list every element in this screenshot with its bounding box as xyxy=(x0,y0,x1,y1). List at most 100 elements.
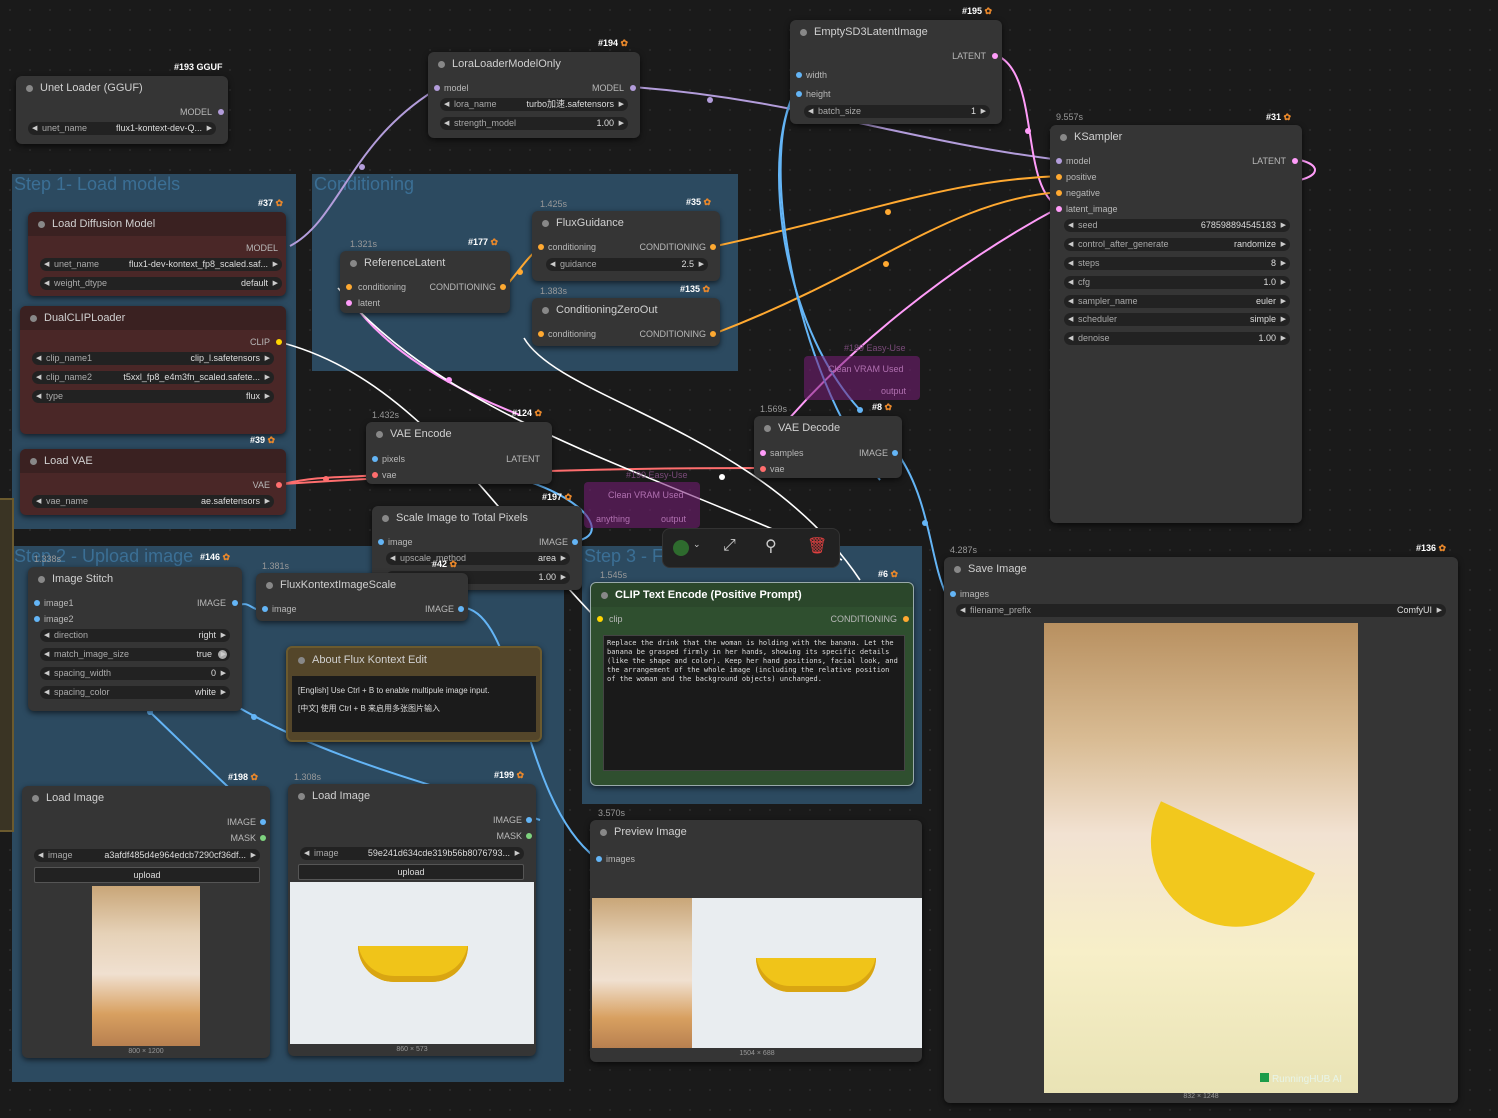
node-flux-guidance[interactable]: FluxGuidance conditioning CONDITIONING g… xyxy=(532,211,720,281)
node-reference-latent[interactable]: ReferenceLatent conditioning latent COND… xyxy=(340,251,510,313)
widget-unet-name[interactable]: unet_nameflux1-kontext-dev-Q... xyxy=(28,122,216,135)
input-dot[interactable] xyxy=(372,472,378,478)
output-dot[interactable] xyxy=(276,482,282,488)
output-dot[interactable] xyxy=(572,539,578,545)
input-dot[interactable] xyxy=(372,456,378,462)
node-dual-clip-loader[interactable]: DualCLIPLoader CLIP clip_name1clip_l.saf… xyxy=(20,306,286,434)
input-dot[interactable] xyxy=(346,300,352,306)
input-dot[interactable] xyxy=(378,539,384,545)
output-dot[interactable] xyxy=(260,819,266,825)
node-vae-decode[interactable]: VAE Decode samples vae IMAGE xyxy=(754,416,902,478)
input-dot[interactable] xyxy=(1056,174,1062,180)
input-dot[interactable] xyxy=(760,450,766,456)
input-dot[interactable] xyxy=(1056,206,1062,212)
input-dot[interactable] xyxy=(34,600,40,606)
pin-icon[interactable]: ⚲ xyxy=(765,538,777,555)
node-vae-encode[interactable]: VAE Encode pixels vae LATENT xyxy=(366,422,552,484)
node-load-diffusion-model[interactable]: Load Diffusion Model MODEL unet_nameflux… xyxy=(28,212,286,296)
node-empty-sd3-latent[interactable]: EmptySD3LatentImage LATENT width height … xyxy=(790,20,1002,124)
output-dot[interactable] xyxy=(903,616,909,622)
output-dot[interactable] xyxy=(710,331,716,337)
input-dot[interactable] xyxy=(950,591,956,597)
toggle-icon[interactable] xyxy=(218,650,227,659)
chevron-down-icon[interactable]: ⌄ xyxy=(693,539,701,549)
input-dot[interactable] xyxy=(1056,158,1062,164)
prompt-textarea[interactable]: Replace the drink that the woman is hold… xyxy=(603,635,905,771)
delete-icon[interactable]: 🗑 xyxy=(807,538,828,555)
input-dot[interactable] xyxy=(796,91,802,97)
node-badge: #194 ✿ xyxy=(598,38,629,48)
input-dot[interactable] xyxy=(760,466,766,472)
output-dot[interactable] xyxy=(710,244,716,250)
node-flux-kontext-image-scale[interactable]: FluxKontextImageScale image IMAGE xyxy=(256,573,468,621)
upload-button[interactable]: upload xyxy=(34,867,260,883)
widget-image[interactable]: imagea3afdf485d4e964edcb7290cf36df... xyxy=(34,849,260,862)
bypass-icon[interactable]: ⤢ xyxy=(723,537,736,554)
node-lora-loader[interactable]: LoraLoaderModelOnly model MODEL lora_nam… xyxy=(428,52,640,138)
node-conditioning-zero-out[interactable]: ConditioningZeroOut conditioning CONDITI… xyxy=(532,298,720,346)
input-dot[interactable] xyxy=(434,85,440,91)
output-dot[interactable] xyxy=(276,339,282,345)
input-dot[interactable] xyxy=(538,331,544,337)
node-ksampler[interactable]: KSampler LATENT model positive negative … xyxy=(1050,125,1302,523)
input-dot[interactable] xyxy=(796,72,802,78)
upload-button[interactable]: upload xyxy=(298,864,524,880)
output-dot[interactable] xyxy=(1292,158,1298,164)
node-about-note[interactable]: About Flux Kontext Edit [English] Use Ct… xyxy=(286,646,542,742)
output-dot[interactable] xyxy=(630,85,636,91)
output-dot[interactable] xyxy=(500,284,506,290)
input-dot[interactable] xyxy=(596,856,602,862)
node-load-image-199[interactable]: Load Image IMAGE MASK image59e241d634cde… xyxy=(288,784,536,1056)
output-dot[interactable] xyxy=(526,817,532,823)
note-body[interactable]: [English] Use Ctrl + B to enable multipu… xyxy=(292,676,536,732)
output-dot[interactable] xyxy=(892,450,898,456)
output-dot[interactable] xyxy=(458,606,464,612)
output-dot[interactable] xyxy=(992,53,998,59)
node-load-image-198[interactable]: Load Image IMAGE MASK imagea3afdf485d4e9… xyxy=(22,786,270,1058)
widget-image[interactable]: image59e241d634cde319b56b8076793... xyxy=(300,847,524,860)
output-dot[interactable] xyxy=(526,833,532,839)
output-dot[interactable] xyxy=(232,600,238,606)
color-picker-icon[interactable] xyxy=(673,540,689,556)
output-dot[interactable] xyxy=(260,835,266,841)
node-image-stitch[interactable]: Image Stitch image1 image2 IMAGE directi… xyxy=(28,567,242,711)
widget-unet-name[interactable]: unet_nameflux1-dev-kontext_fp8_scaled.sa… xyxy=(40,258,282,271)
input-dot[interactable] xyxy=(34,616,40,622)
input-dot[interactable] xyxy=(597,616,603,622)
node-save-image[interactable]: Save Image images filename_prefixComfyUI… xyxy=(944,557,1458,1103)
input-dot[interactable] xyxy=(346,284,352,290)
input-dot[interactable] xyxy=(1056,190,1062,196)
input-dot[interactable] xyxy=(538,244,544,250)
node-preview-image[interactable]: Preview Image images 1504 × 688 xyxy=(590,820,922,1062)
node-unet-loader-gguf[interactable]: Unet Loader (GGUF) MODEL unet_nameflux1-… xyxy=(16,76,228,144)
node-clip-text-encode[interactable]: CLIP Text Encode (Positive Prompt) clip … xyxy=(590,582,914,786)
input-dot[interactable] xyxy=(262,606,268,612)
fox-icon: ✿ xyxy=(702,284,711,294)
node-clean-vram-190[interactable]: Clean VRAM Used anything output xyxy=(584,482,700,528)
widget-clip-name2[interactable]: clip_name2t5xxl_fp8_e4m3fn_scaled.safete… xyxy=(32,371,274,384)
node-clean-vram-189[interactable]: Clean VRAM Used output xyxy=(804,356,920,400)
output-dot[interactable] xyxy=(218,109,224,115)
